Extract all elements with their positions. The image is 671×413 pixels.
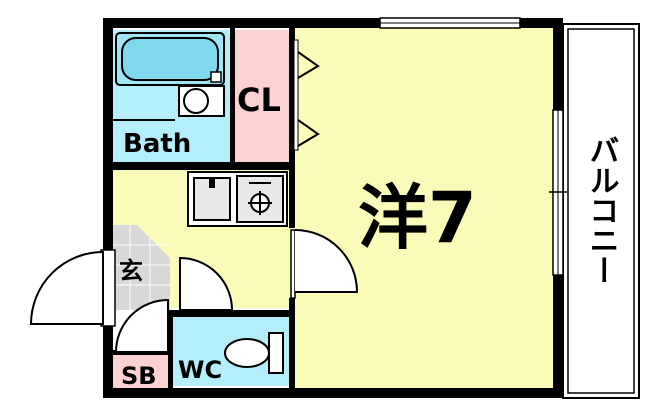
toilet-door <box>179 256 234 311</box>
western-room-label: 洋7 <box>358 177 477 259</box>
shoe-box-door <box>114 298 169 353</box>
windows <box>379 17 567 276</box>
entrance-door <box>29 249 116 327</box>
closet-floor <box>234 30 292 162</box>
western-room-floor <box>293 26 561 388</box>
closet-doors <box>293 39 320 151</box>
toilet-bowl <box>224 332 284 374</box>
bath-label: Bath <box>123 129 191 159</box>
balcony-label: バルコニー <box>584 135 619 285</box>
shoe-box-floor <box>113 355 169 388</box>
room-door <box>290 229 359 299</box>
kitchen-counter <box>187 171 288 227</box>
balcony: バルコニー <box>562 23 640 399</box>
shoe-box-label: SB <box>121 362 157 390</box>
toilet-label: WC <box>178 356 222 384</box>
entrance-tile <box>113 225 170 310</box>
tile-grid <box>113 225 170 310</box>
entrance-label: 玄 <box>119 257 143 285</box>
wash-basin <box>178 85 225 117</box>
bathtub <box>115 32 225 86</box>
closet-label: CL <box>237 81 281 119</box>
